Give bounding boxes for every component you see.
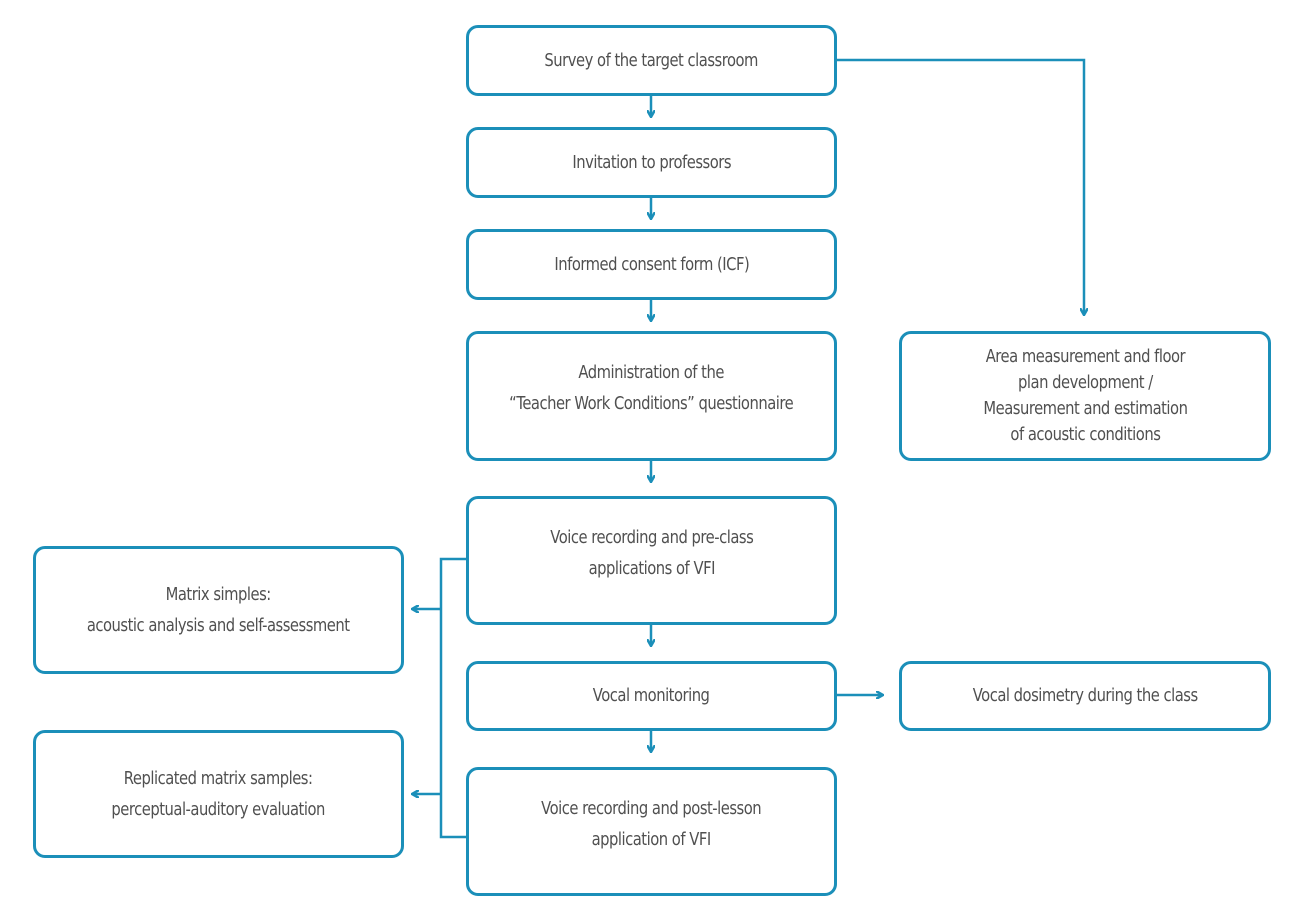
node-matrix: Matrix simples: acoustic analysis and se… — [33, 546, 404, 674]
node-label: Vocal monitoring — [593, 685, 710, 706]
node-label: Vocal dosimetry during the class — [972, 685, 1198, 706]
node-label: Invitation to professors — [572, 151, 731, 173]
arrow-survey-to-area — [837, 58, 1084, 314]
node-consent: Informed consent form (ICF) — [466, 229, 837, 300]
node-dosimetry: Vocal dosimetry during the class — [899, 661, 1271, 731]
node-questionnaire: Administration of the “Teacher Work Cond… — [466, 331, 837, 461]
node-area: Area measurement and floor plan developm… — [899, 331, 1271, 461]
node-label: Voice recording and post-lesson applicat… — [541, 797, 762, 850]
bracket-left — [439, 557, 466, 839]
node-post-lesson: Voice recording and post-lesson applicat… — [466, 767, 837, 896]
node-survey: Survey of the target classroom — [466, 25, 837, 96]
node-pre-class: Voice recording and pre-class applicatio… — [466, 496, 837, 625]
node-label: Voice recording and pre-class applicatio… — [549, 526, 753, 579]
node-monitoring: Vocal monitoring — [466, 661, 837, 731]
node-label: Administration of the “Teacher Work Cond… — [509, 362, 794, 414]
node-label: Replicated matrix samples: perceptual-au… — [111, 768, 326, 820]
node-label: Matrix simples: acoustic analysis and se… — [87, 584, 350, 636]
node-invitation: Invitation to professors — [466, 127, 837, 198]
node-label: Area measurement and floor plan developm… — [982, 346, 1188, 445]
node-label: Survey of the target classroom — [544, 49, 759, 71]
node-replicated: Replicated matrix samples: perceptual-au… — [33, 730, 404, 858]
node-label: Informed consent form (ICF) — [554, 253, 749, 275]
